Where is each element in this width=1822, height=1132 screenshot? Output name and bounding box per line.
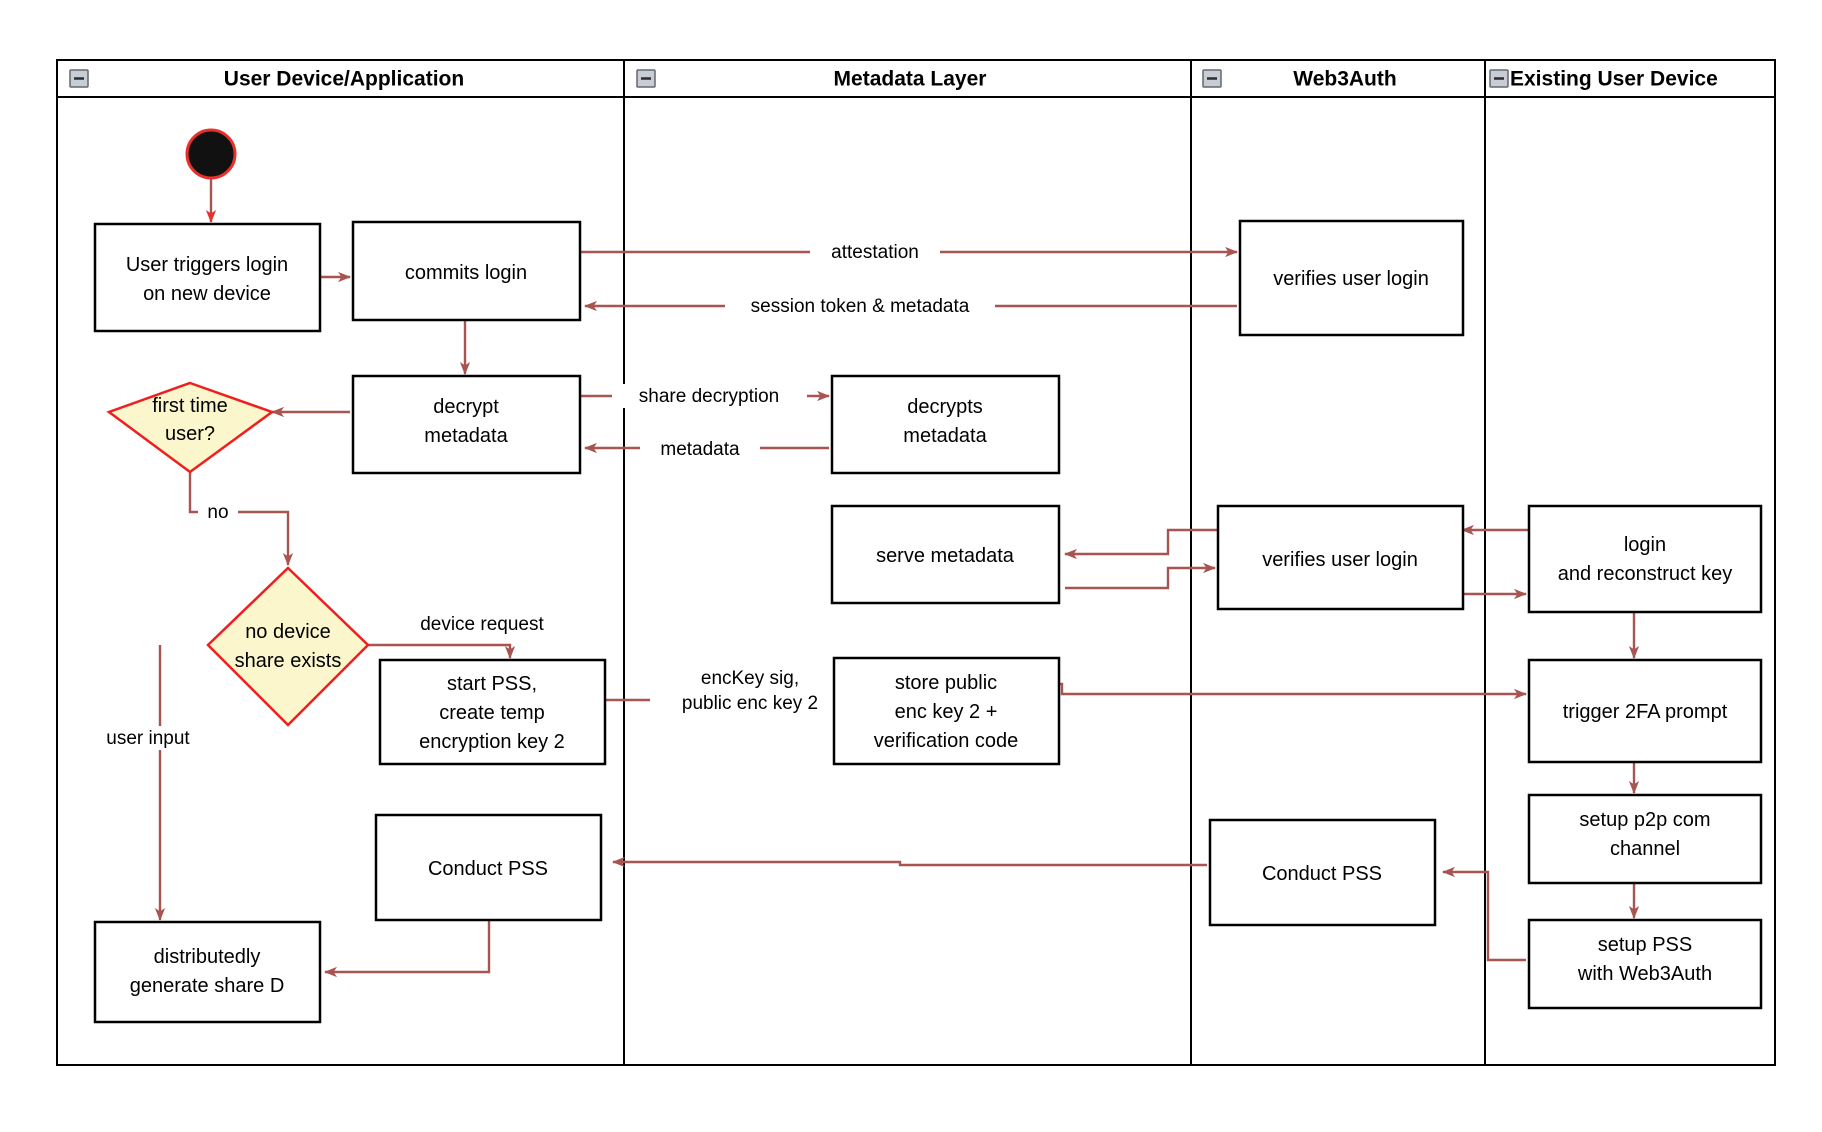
edge-label-user-input: user input: [106, 728, 190, 749]
node-first-time-user-decision[interactable]: first time user?: [106, 381, 275, 474]
node-label: verification code: [874, 730, 1019, 752]
node-decrypts-metadata[interactable]: decrypts metadata: [830, 374, 1061, 475]
decision-label: user?: [165, 423, 215, 445]
node-commits-login[interactable]: commits login: [351, 220, 582, 322]
node-label: login: [1624, 534, 1666, 556]
lane-header-user-device[interactable]: User Device/Application: [56, 59, 625, 98]
node-trigger-2fa-prompt[interactable]: trigger 2FA prompt: [1527, 658, 1763, 764]
node-label: distributedly: [154, 946, 261, 968]
decision-label: share exists: [235, 650, 342, 672]
edge-conduct-pss-to-generate-share-d: [324, 920, 491, 978]
node-label: trigger 2FA prompt: [1563, 701, 1728, 723]
node-label: on new device: [143, 283, 271, 305]
node-login-reconstruct-key[interactable]: login and reconstruct key: [1527, 504, 1763, 614]
lane-header-rect-user-device: [56, 59, 625, 98]
node-label: decrypt: [433, 396, 499, 418]
node-label: setup PSS: [1598, 934, 1693, 956]
edge-label-share-decryption: share decryption: [639, 386, 779, 407]
node-label: verifies user login: [1262, 549, 1418, 571]
node-label: with Web3Auth: [1577, 963, 1712, 985]
node-label: channel: [1610, 838, 1680, 860]
node-label: commits login: [405, 262, 527, 284]
lane-header-rect-metadata: [623, 59, 1192, 98]
node-label: decrypts: [907, 396, 983, 418]
node-conduct-pss-user[interactable]: Conduct PSS: [374, 813, 603, 922]
collapse-minus-icon[interactable]: [69, 69, 89, 88]
collapse-minus-icon[interactable]: [636, 69, 656, 88]
lane-header-rect-existing-device: [1484, 59, 1776, 98]
node-label: start PSS,: [447, 673, 537, 695]
edge-store-key-to-trigger-2fa: [1060, 682, 1527, 700]
nodes-layer: User triggers login on new device commit…: [93, 128, 1763, 1024]
edge-label-enckey-sig-line2: public enc key 2: [682, 693, 818, 714]
edge-label-metadata: metadata: [660, 439, 740, 460]
start-node[interactable]: [185, 128, 237, 180]
edge-label-session-token-metadata: session token & metadata: [751, 296, 970, 317]
edge-first-time-user-no: [188, 472, 294, 566]
node-label: Conduct PSS: [1262, 863, 1382, 885]
node-label: metadata: [903, 425, 987, 447]
node-label: generate share D: [130, 975, 285, 997]
edge-setup-pss-to-conduct-pss-web3auth: [1442, 866, 1526, 962]
lane-title-web3auth: Web3Auth: [1293, 68, 1396, 91]
lane-header-web3auth[interactable]: Web3Auth: [1190, 59, 1486, 98]
node-label: metadata: [424, 425, 508, 447]
node-setup-pss-with-web3auth[interactable]: setup PSS with Web3Auth: [1527, 918, 1763, 1010]
edge-label-no: no: [207, 502, 228, 523]
decision-label: no device: [245, 621, 331, 643]
edge-label-attestation: attestation: [831, 242, 919, 263]
node-distributedly-generate-share-d[interactable]: distributedly generate share D: [93, 920, 322, 1024]
edge-conduct-pss-web3auth-to-user: [612, 856, 1207, 868]
decision-label: first time: [152, 395, 228, 417]
node-label: enc key 2 +: [895, 701, 998, 723]
node-label: and reconstruct key: [1558, 563, 1733, 585]
node-store-public-enc-key[interactable]: store public enc key 2 + verification co…: [832, 656, 1061, 766]
node-label: store public: [895, 672, 997, 694]
edge-verifies2-to-serve-metadata-a: [1064, 528, 1220, 560]
node-label: verifies user login: [1273, 268, 1429, 290]
lane-title-metadata: Metadata Layer: [834, 68, 987, 91]
edges-layer: attestation session token & metadata sha…: [88, 178, 1640, 978]
node-label: encryption key 2: [419, 731, 565, 753]
node-label: setup p2p com: [1579, 809, 1710, 831]
node-conduct-pss-web3auth[interactable]: Conduct PSS: [1208, 818, 1437, 927]
node-decrypt-metadata[interactable]: decrypt metadata: [351, 374, 582, 475]
lane-header-metadata[interactable]: Metadata Layer: [623, 59, 1192, 98]
lane-title-user-device: User Device/Application: [224, 68, 464, 91]
node-setup-p2p-com-channel[interactable]: setup p2p com channel: [1527, 793, 1763, 885]
node-label: serve metadata: [876, 545, 1015, 567]
edge-label-enckey-sig-line1: encKey sig,: [701, 668, 799, 689]
node-label: Conduct PSS: [428, 858, 548, 880]
node-verifies-user-login-1[interactable]: verifies user login: [1238, 219, 1465, 337]
edge-serve-metadata-to-verifies2: [1065, 562, 1216, 590]
edge-label-device-request: device request: [420, 614, 544, 635]
lane-header-rect-web3auth: [1190, 59, 1486, 98]
node-start-pss-create-temp-key[interactable]: start PSS, create temp encryption key 2: [378, 658, 607, 766]
node-serve-metadata[interactable]: serve metadata: [830, 504, 1061, 605]
collapse-minus-icon[interactable]: [1489, 69, 1509, 88]
collapse-minus-icon[interactable]: [1202, 69, 1222, 88]
node-label: create temp: [439, 702, 545, 724]
node-user-triggers-login[interactable]: User triggers login on new device: [93, 222, 322, 333]
lane-title-existing-device: Existing User Device: [1510, 68, 1718, 91]
lane-header-existing-device[interactable]: Existing User Device: [1484, 59, 1776, 98]
node-verifies-user-login-2[interactable]: verifies user login: [1216, 504, 1465, 611]
node-label: User triggers login: [126, 254, 288, 276]
edge-no-device-share-to-start-pss: [368, 643, 516, 659]
node-no-device-share-exists-decision[interactable]: no device share exists: [206, 566, 370, 727]
